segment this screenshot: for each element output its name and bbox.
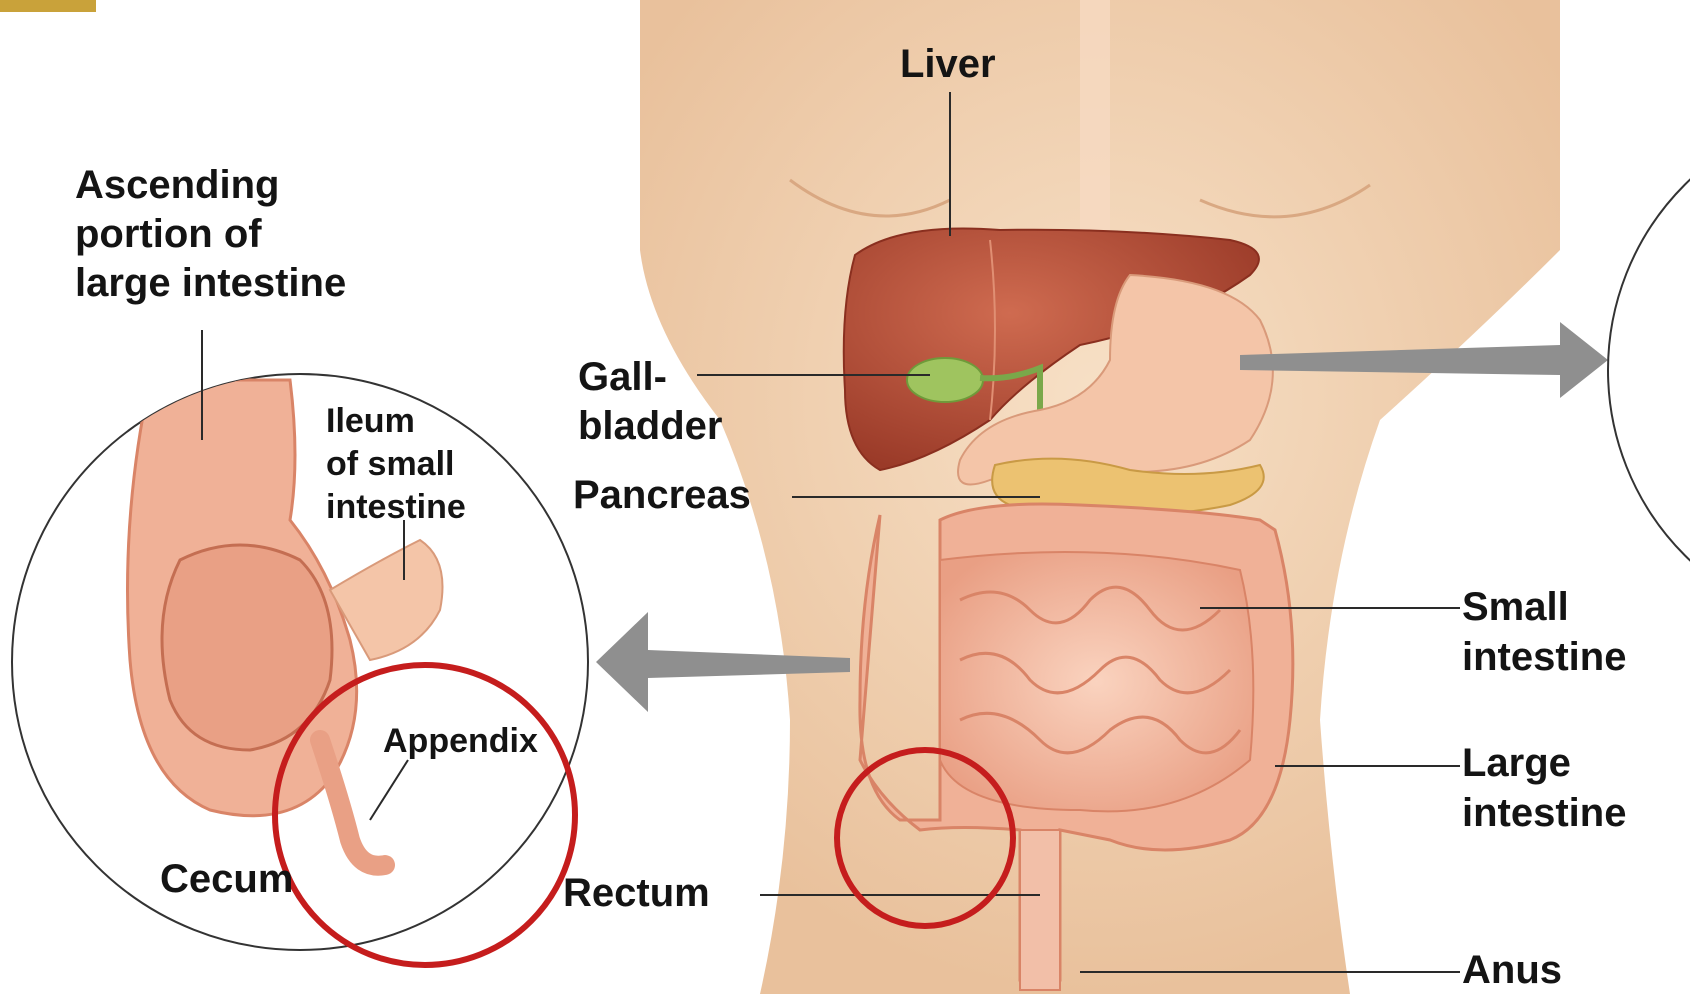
label-gallbladder-line1: Gall- — [578, 355, 667, 399]
label-pancreas: Pancreas — [573, 473, 751, 517]
label-gallbladder-line2: bladder — [578, 404, 722, 448]
label-small-intestine-line2: intestine — [1462, 635, 1626, 679]
label-large-intestine-line1: Large — [1462, 741, 1571, 785]
label-ascending-line2: portion of — [75, 212, 262, 256]
label-large-intestine-line2: intestine — [1462, 791, 1626, 835]
label-small-intestine-line1: Small — [1462, 585, 1569, 629]
corner-tab — [0, 0, 96, 12]
stomach-inset-circle — [1608, 108, 1690, 632]
label-ileum-line3: intestine — [326, 488, 466, 526]
label-ileum-line2: of small — [326, 445, 454, 483]
label-appendix: Appendix — [383, 722, 538, 760]
label-anus: Anus — [1462, 948, 1562, 992]
label-liver: Liver — [900, 42, 996, 86]
label-rectum: Rectum — [563, 871, 710, 915]
cecum-inset — [12, 374, 588, 950]
label-ascending-line3: large intestine — [75, 261, 346, 305]
label-ileum-line1: Ileum — [326, 402, 415, 440]
label-ascending-line1: Ascending — [75, 163, 279, 207]
label-cecum: Cecum — [160, 857, 293, 901]
